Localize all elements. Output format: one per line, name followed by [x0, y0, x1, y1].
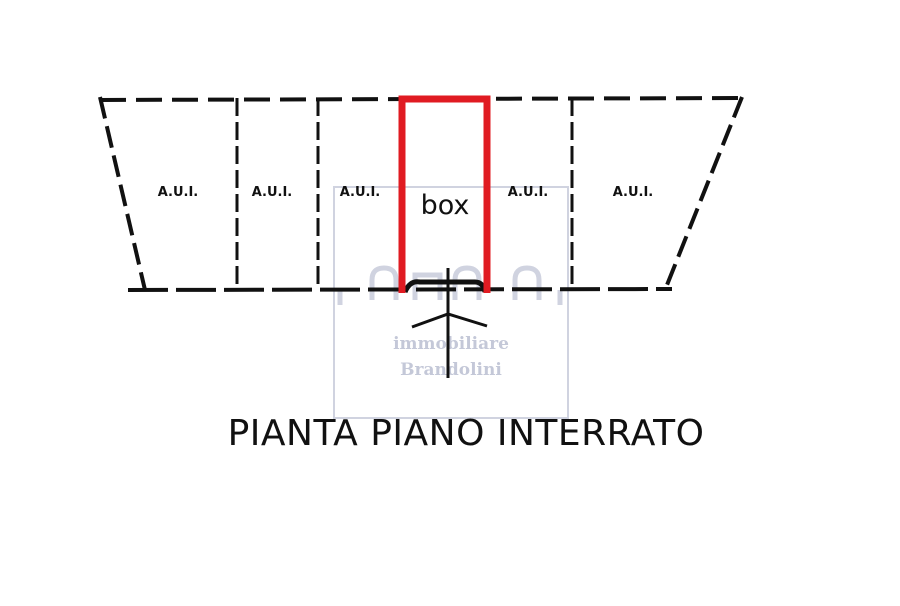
entrance-arrow-icon — [411, 268, 488, 378]
box-label: box — [421, 190, 470, 221]
watermark: immobiliare Brandolini — [333, 186, 569, 419]
highlighted-box-outline — [398, 95, 491, 293]
watermark-logo-icon — [337, 265, 563, 305]
watermark-frame — [333, 186, 569, 419]
unit-label: A.U.I. — [252, 185, 293, 200]
left-wall — [98, 96, 147, 291]
unit-label: A.U.I. — [340, 185, 381, 200]
unit-label: A.U.I. — [158, 185, 199, 200]
right-wall — [663, 96, 744, 291]
unit-label: A.U.I. — [613, 185, 654, 200]
watermark-line1: immobiliare — [393, 334, 509, 354]
unit-label: A.U.I. — [508, 185, 549, 200]
watermark-line2: Brandolini — [400, 360, 502, 380]
plan-title: PIANTA PIANO INTERRATO — [228, 413, 705, 454]
